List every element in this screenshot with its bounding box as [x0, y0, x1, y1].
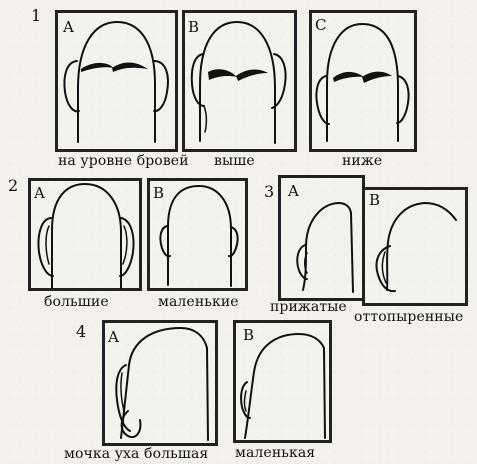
illustration-small-ears	[160, 186, 237, 286]
illustration-ear-level-a	[64, 22, 168, 142]
caption-small: маленькие	[158, 295, 239, 309]
caption-protruding: оттопыренные	[354, 310, 463, 324]
illustration-large-ears	[39, 184, 134, 289]
caption-lower: ниже	[342, 154, 382, 168]
caption-small-lobe: маленькая	[235, 446, 315, 460]
caption-higher: выше	[214, 154, 255, 168]
caption-large-lobe: мочка уха большая	[64, 447, 208, 461]
illustration-large-earlobe	[116, 328, 208, 440]
caption-pressed: прижатые	[270, 300, 347, 314]
illustration-ear-level-c	[316, 24, 408, 141]
caption-large: большие	[44, 295, 109, 309]
illustration-pressed-ears	[297, 203, 353, 292]
illustration-ear-level-b	[192, 22, 286, 143]
illustration-small-earlobe	[241, 334, 325, 438]
caption-brow-level: на уровне бровей	[58, 154, 189, 168]
illustration-protruding-ears	[377, 203, 457, 291]
